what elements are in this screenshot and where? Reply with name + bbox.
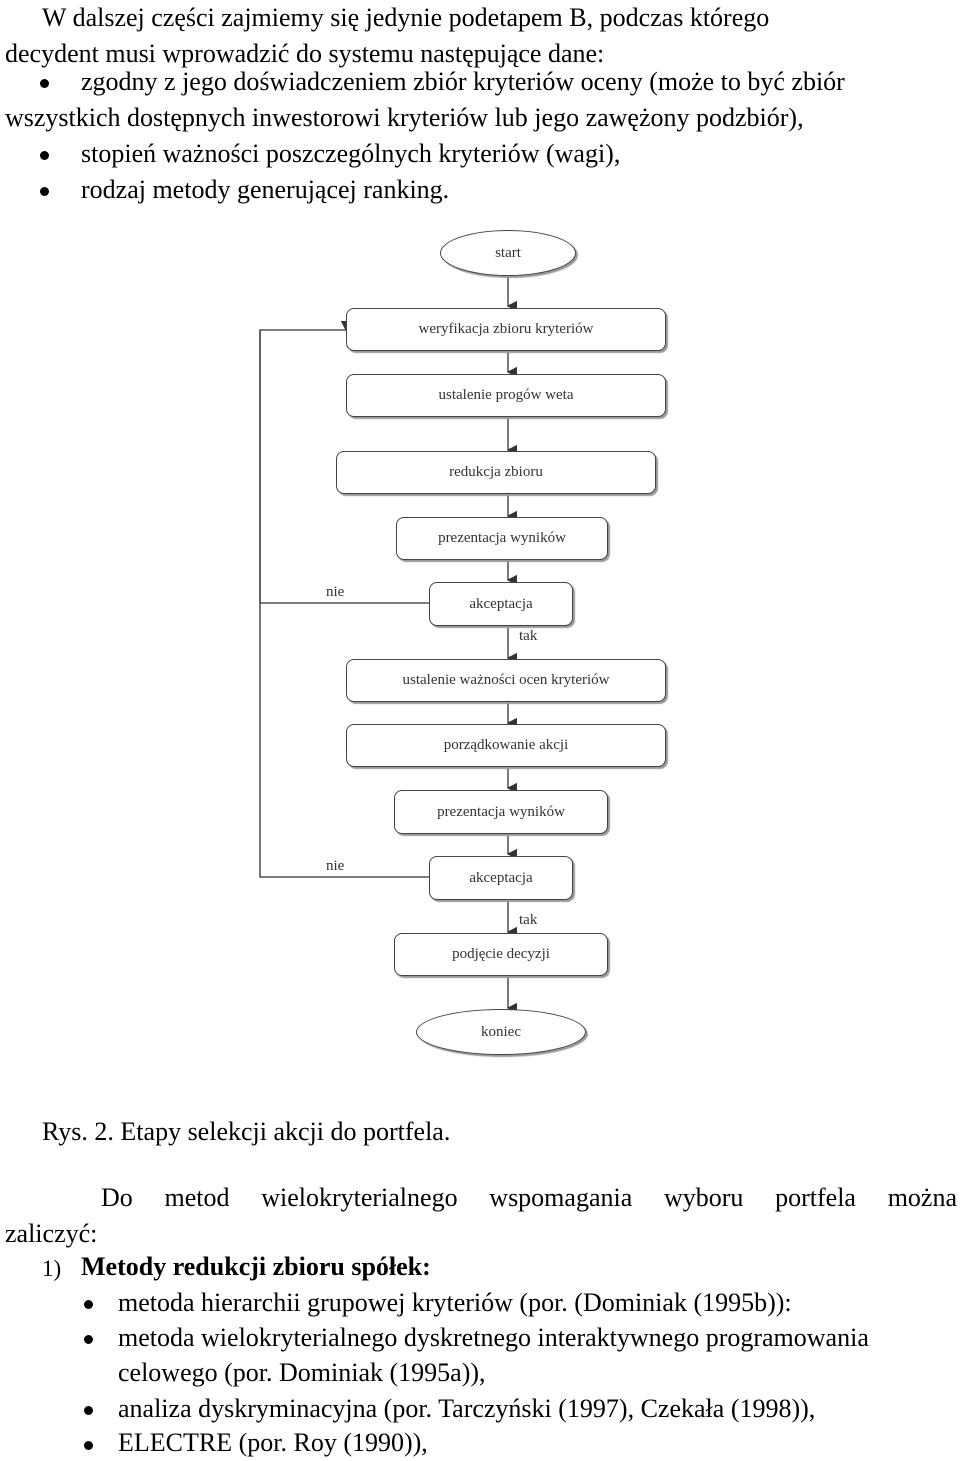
- list-item-2-line-1: metoda wielokryterialnego dyskretnego in…: [118, 1323, 869, 1352]
- figure-caption: Rys. 2. Etapy selekcji akcji do portfela…: [42, 1117, 451, 1146]
- flowchart-step-verify-criteria: weryfikacja zbioru kryteriów: [346, 308, 666, 351]
- list-item-4: ELECTRE (por. Roy (1990)),: [118, 1428, 428, 1457]
- intro-bullet-2: stopień ważności poszczególnych kryterió…: [81, 139, 621, 168]
- flowchart-no-label-2: nie: [326, 858, 345, 874]
- intro-bullet-3: rodzaj metody generującej ranking.: [81, 175, 450, 204]
- list-item-1: metoda hierarchii grupowej kryteriów (po…: [118, 1288, 792, 1317]
- flowchart-step-rank-actions: porządkowanie akcji: [346, 724, 666, 767]
- flowchart-step-decision: podjęcie decyzji: [394, 933, 608, 976]
- flowchart-end: koniec: [416, 1009, 586, 1055]
- flowchart-step-criteria-weights: ustalenie ważności ocen kryteriów: [346, 659, 666, 702]
- list-item-2-line-2: celowego (por. Dominiak (1995a)),: [118, 1358, 486, 1387]
- flowchart-start: start: [440, 230, 576, 276]
- intro-line-2: decydent musi wprowadzić do systemu nast…: [5, 39, 605, 68]
- intro-bullet-1-line-2: wszystkich dostępnych inwestorowi kryter…: [5, 103, 804, 132]
- flowchart-decision-accept-1: akceptacja: [429, 582, 573, 626]
- flowchart-no-label-1: nie: [326, 584, 345, 600]
- flowchart-decision-accept-2: akceptacja: [429, 856, 573, 900]
- bullet-icon: [40, 79, 49, 88]
- bullet-icon: [84, 1441, 93, 1450]
- flowchart-step-reduce-set: redukcja zbioru: [336, 451, 656, 494]
- flowchart-connectors: [259, 276, 518, 1014]
- bullet-icon: [40, 187, 49, 196]
- flowchart-step-veto-thresholds: ustalenie progów weta: [346, 374, 666, 417]
- intro-line-1: W dalszej części zajmiemy się jedynie po…: [42, 3, 770, 32]
- bullet-icon: [84, 1335, 93, 1344]
- body-para-line-2: zaliczyć:: [5, 1219, 98, 1248]
- flowchart-yes-label-1: tak: [519, 628, 538, 644]
- bullet-icon: [84, 1406, 93, 1415]
- intro-bullet-1-line-1: zgodny z jego doświadczeniem zbiór kryte…: [81, 67, 845, 96]
- flowchart-yes-label-2: tak: [519, 912, 538, 928]
- bullet-icon: [40, 151, 49, 160]
- flowchart-step-present-results-1: prezentacja wyników: [396, 517, 608, 560]
- body-para-line-1: Do metod wielokryterialnego wspomagania …: [101, 1183, 957, 1212]
- bullet-icon: [84, 1300, 93, 1309]
- list-heading: Metody redukcji zbioru spółek:: [81, 1252, 431, 1281]
- flowchart-step-present-results-2: prezentacja wyników: [394, 790, 608, 834]
- list-item-3: analiza dyskryminacyjna (por. Tarczyński…: [118, 1394, 816, 1423]
- list-number: 1): [42, 1256, 62, 1281]
